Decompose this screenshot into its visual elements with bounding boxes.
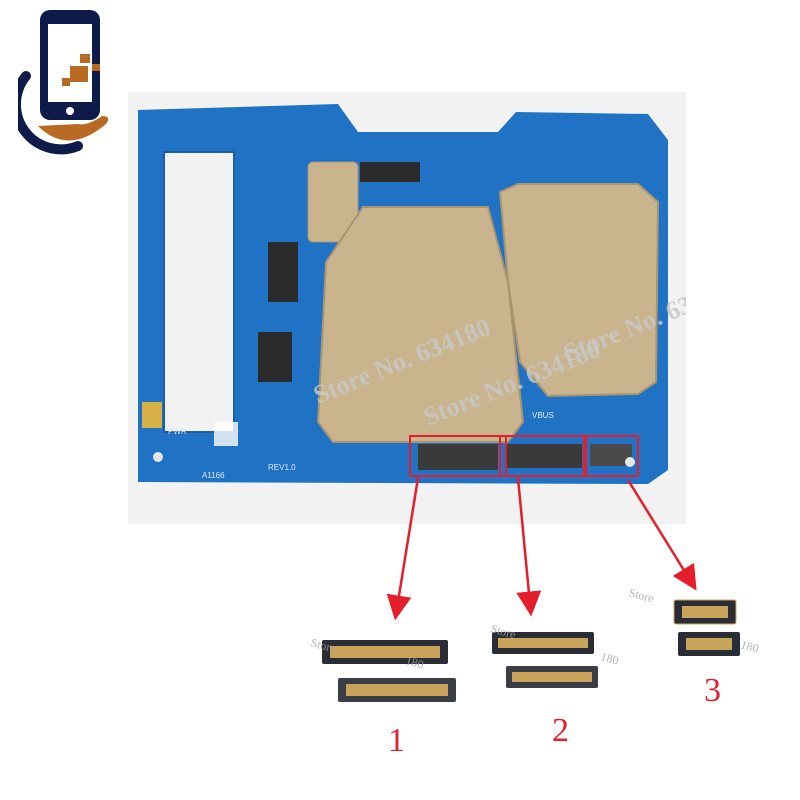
label-connector-3: 3 <box>704 672 721 709</box>
connector-1 <box>322 640 456 702</box>
watermark-fragment-1: Store <box>309 635 337 655</box>
arrow-3 <box>626 479 697 591</box>
silk-model: A1166 <box>202 471 225 480</box>
watermark-fragment-4: 180 <box>599 649 620 667</box>
motherboard-image: VBUS REV1.0 A1166 PWR Store No. 634180 S… <box>138 104 686 484</box>
arrow-2 <box>516 477 542 617</box>
connector-3 <box>673 599 740 656</box>
phone-repair-logo-icon <box>18 10 109 155</box>
silk-rev: REV1.0 <box>268 463 296 472</box>
silk-pwr: PWR <box>168 427 187 436</box>
silk-vbus: VBUS <box>532 411 554 420</box>
watermark-fragment-6: 180 <box>739 637 760 655</box>
watermark-fragment-2: 180 <box>404 653 425 671</box>
watermark-fragment-3: Store <box>489 621 517 641</box>
arrow-1 <box>386 477 420 621</box>
label-connector-2: 2 <box>552 712 569 749</box>
label-connector-1: 1 <box>388 722 405 759</box>
connector-2 <box>492 632 598 688</box>
watermark-fragment-5: Store <box>627 585 655 605</box>
